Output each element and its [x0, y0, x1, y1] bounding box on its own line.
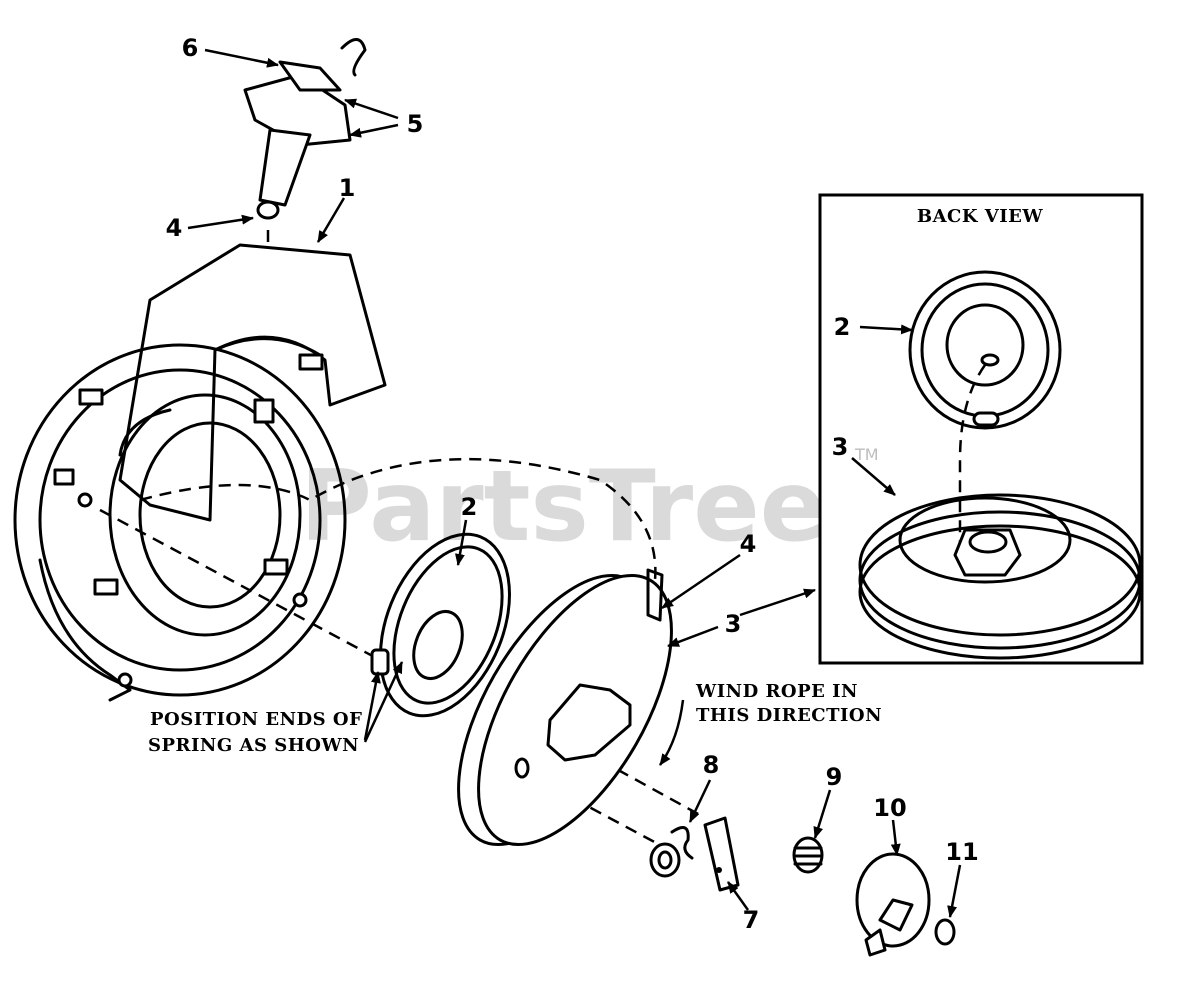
- callout-2-front: 2: [461, 493, 478, 521]
- starter-handle: [243, 38, 367, 220]
- note-wind-line-2: THIS DIRECTION: [696, 705, 882, 726]
- part-9-brake-spring: [792, 836, 824, 874]
- note-spring-line-2: SPRING AS SHOWN: [148, 735, 359, 756]
- note-spring-line-1: POSITION ENDS OF: [150, 709, 362, 730]
- part-1-blower-housing: [13, 243, 387, 702]
- callout-5: 5: [407, 110, 424, 138]
- callout-9: 9: [826, 763, 843, 791]
- assembly-line-spring: [99, 508, 381, 662]
- callout-7: 7: [743, 906, 760, 934]
- callout-8: 8: [703, 751, 720, 779]
- callout-4-top: 4: [166, 214, 183, 242]
- callout-arrows: [187, 48, 962, 918]
- part-7-pawl: [703, 816, 740, 892]
- back-view-title: BACK VIEW: [917, 206, 1044, 227]
- part-11-screw: [934, 918, 956, 946]
- part-screw: [649, 842, 681, 878]
- callout-6: 6: [182, 34, 199, 62]
- rope-dashed: [139, 458, 657, 581]
- part-8-spring-clip: [670, 826, 694, 860]
- back-view-panel: BACK VIEW: [818, 193, 1144, 665]
- callout-1: 1: [339, 174, 356, 202]
- callout-11: 11: [945, 838, 978, 866]
- part-3-pulley: [457, 568, 673, 847]
- watermark-tm: TM: [854, 445, 879, 464]
- note-wind-line-1: WIND ROPE IN: [695, 681, 858, 702]
- watermark-text: PartsTree: [300, 450, 826, 564]
- callout-4-rope: 4: [740, 530, 757, 558]
- callout-3-back: 3: [832, 433, 849, 461]
- callout-10: 10: [873, 794, 906, 822]
- callout-2-back: 2: [834, 313, 851, 341]
- part-2-rewind-spring: [370, 532, 511, 718]
- callout-3-front: 3: [725, 610, 742, 638]
- watermark: PartsTree TM: [300, 445, 879, 564]
- part-10-retainer: [855, 852, 931, 957]
